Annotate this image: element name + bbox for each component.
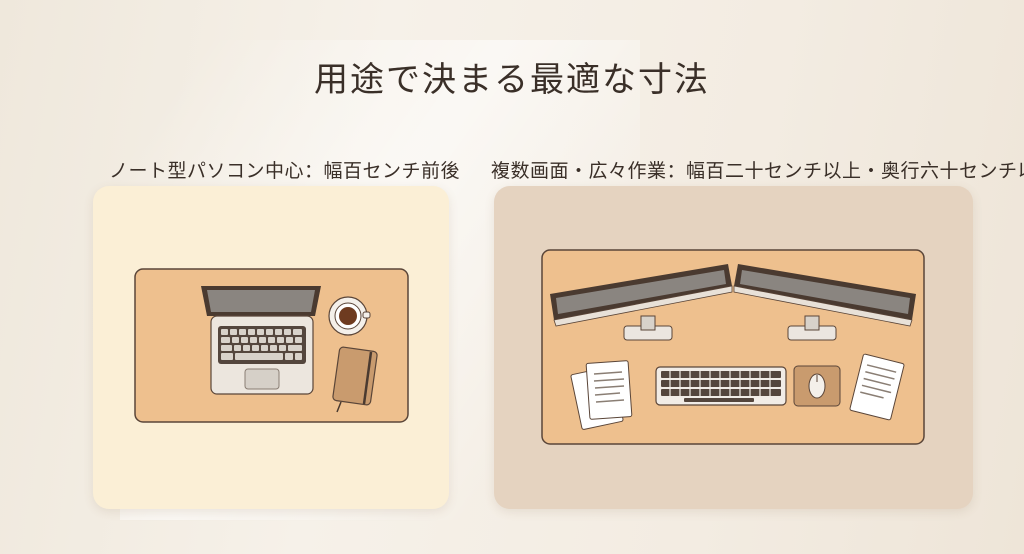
left-panel-label: ノート型パソコン中心：幅百センチ前後 xyxy=(109,160,461,182)
right-panel-label: 複数画面・広々作業：幅百二十センチ以上・奥行六十センチ以上 xyxy=(491,160,1024,182)
multi-monitor-desk-card xyxy=(494,186,973,509)
notebook-icon xyxy=(332,346,378,413)
keyboard-icon xyxy=(655,366,787,406)
laptop-desk-card xyxy=(93,186,449,509)
page-title: 用途で決まる最適な寸法 xyxy=(314,60,710,100)
document-right-icon xyxy=(849,353,905,421)
document-left-icon xyxy=(570,360,633,430)
coffee-cup-icon xyxy=(328,296,371,336)
monitor-left-icon xyxy=(550,264,733,341)
monitor-right-icon xyxy=(733,264,916,341)
multi-monitor-desk-illustration xyxy=(541,249,925,445)
laptop-desk-illustration xyxy=(134,268,409,423)
laptop-icon xyxy=(201,286,321,395)
mouse-icon xyxy=(793,365,841,407)
